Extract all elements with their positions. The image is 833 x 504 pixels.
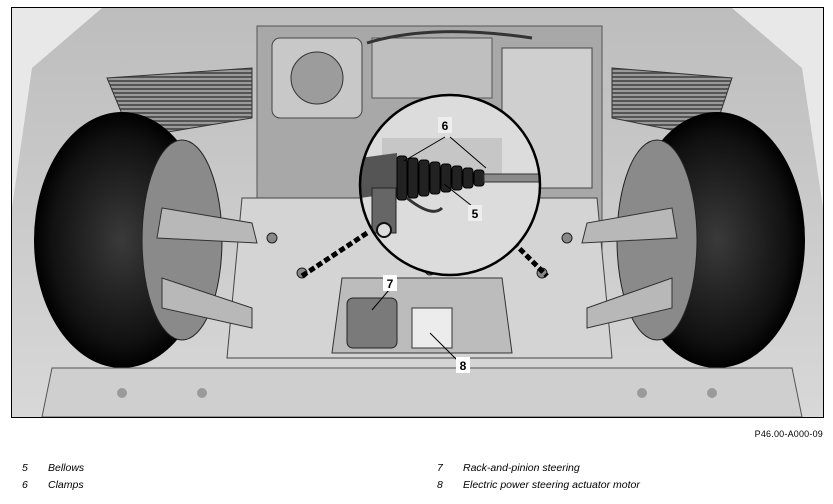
legend-label: Bellows [48,462,85,474]
legend-left: 5 Bellows 6 Clamps [22,462,84,496]
legend-item: 6 Clamps [22,479,84,496]
legend-label: Rack-and-pinion steering [463,462,580,474]
callout-8: 8 [460,359,467,373]
legend-item: 5 Bellows [22,462,84,479]
legend-right: 7 Rack-and-pinion steering 8 Electric po… [437,462,640,496]
legend-number: 5 [22,462,28,474]
legend-label: Electric power steering actuator motor [463,479,640,491]
callout-5: 5 [472,207,479,221]
legend-number: 7 [437,462,443,474]
legend-label: Clamps [48,479,84,491]
callout-7: 7 [387,277,394,291]
legend-item: 7 Rack-and-pinion steering [437,462,640,479]
legend-item: 8 Electric power steering actuator motor [437,479,640,496]
legend-number: 6 [22,479,28,491]
illustration-frame: 6 5 7 8 [11,7,824,418]
callout-6: 6 [442,119,449,133]
legend-number: 8 [437,479,443,491]
figure-id: P46.00-A000-09 [754,429,823,439]
vehicle-underside-illustration: 6 5 7 8 [12,8,823,417]
